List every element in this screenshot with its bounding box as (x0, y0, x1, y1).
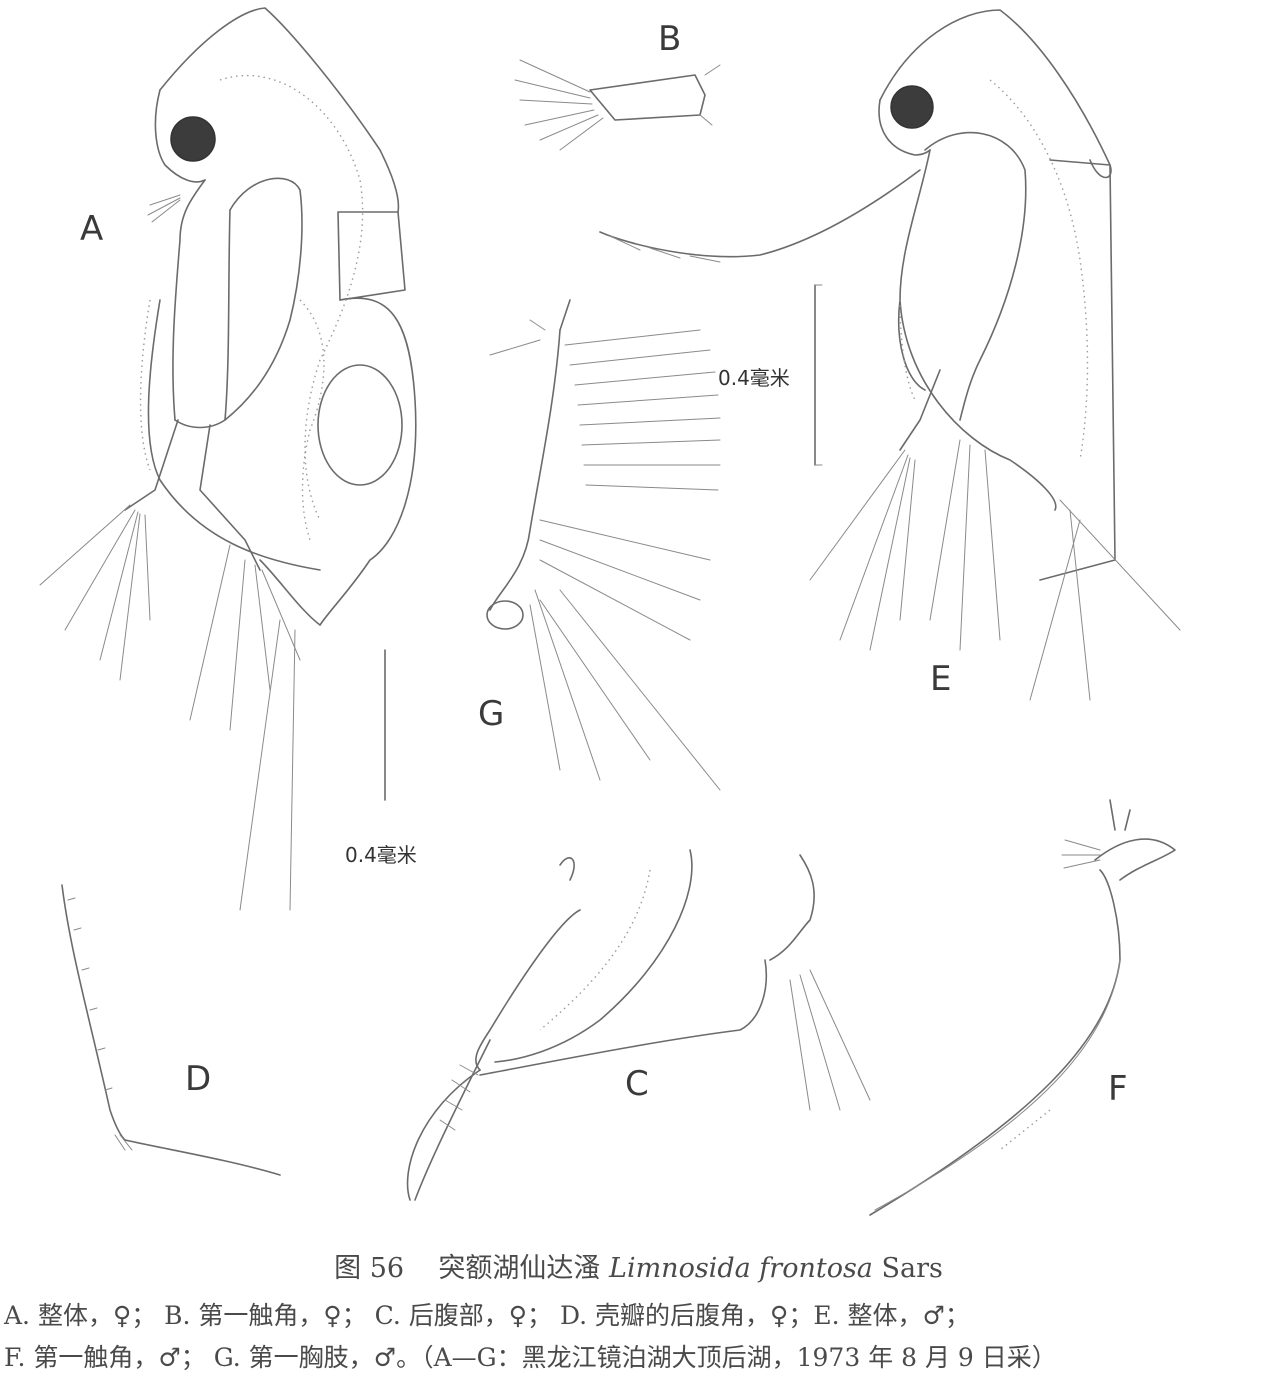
caption-name-cn: 突额湖仙达溞 (438, 1253, 601, 1284)
scale-bar-left: 0.4毫米 (345, 649, 417, 867)
specimen-b-first-antenna (514, 59, 721, 151)
panel-label-g: G (478, 694, 504, 734)
scale-bar-right: 0.4毫米 (718, 284, 823, 466)
figure-caption: 图 56 突额湖仙达溞 Limnosida frontosa Sars A. 整… (0, 1240, 1277, 1386)
specimen-c-postabdomen (406, 849, 871, 1201)
caption-line-1: A. 整体，♀； B. 第一触角，♀； C. 后腹部，♀； D. 壳瓣的后腹角，… (4, 1301, 970, 1330)
panel-label-b: B (658, 19, 681, 59)
panel-label-d: D (185, 1059, 211, 1099)
specimen-f-first-antenna (869, 799, 1176, 1216)
caption-author: Sars (881, 1253, 943, 1284)
specimen-e-male-body (599, 9, 1181, 701)
caption-species: frontosa (759, 1253, 873, 1284)
caption-line-2: F. 第一触角，♂； G. 第一胸肢，♂。（A—G：黑龙江镜泊湖大顶后湖，197… (4, 1343, 1057, 1372)
panel-label-f: F (1108, 1069, 1128, 1109)
caption-title: 图 56 突额湖仙达溞 Limnosida frontosa Sars (0, 1246, 1277, 1285)
panel-label-e: E (930, 659, 951, 699)
scale-bar-right-label: 0.4毫米 (718, 366, 790, 390)
specimen-g-first-thoracic-leg (486, 299, 721, 791)
figure-plate: 0.4毫米 0.4毫米 A B C D E F G (39, 7, 1181, 1216)
caption-fig-number: 图 56 (334, 1253, 405, 1284)
panel-label-a: A (80, 209, 103, 249)
panel-label-c: C (625, 1064, 649, 1104)
scale-bar-left-label: 0.4毫米 (345, 843, 417, 867)
specimen-a-female-body (39, 7, 417, 911)
caption-genus: Limnosida (609, 1253, 751, 1284)
specimen-d-valve-angle (61, 884, 281, 1176)
